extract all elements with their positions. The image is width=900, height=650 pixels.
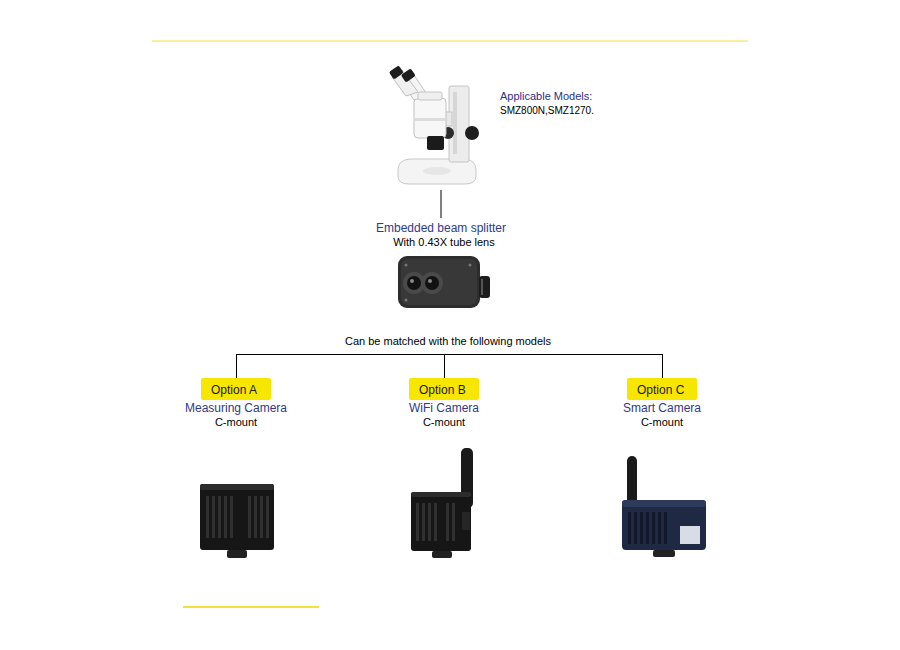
stereo-microscope	[389, 65, 479, 184]
beam-splitter	[398, 256, 490, 308]
mount-type: C-mount	[423, 416, 465, 429]
option-label: Option B	[419, 383, 466, 397]
option-badge: Option C	[627, 378, 697, 399]
option-label: Option C	[637, 383, 684, 397]
models-heading: Applicable Models:	[500, 90, 592, 103]
branch-lines	[236, 354, 663, 380]
mount-type: C-mount	[641, 416, 683, 429]
top-rule	[152, 41, 748, 42]
camera-name: Smart Camera	[623, 401, 701, 415]
bottom-rule	[183, 606, 319, 608]
wifi-camera	[411, 448, 473, 558]
measuring-camera	[200, 484, 274, 558]
branch-note: Can be matched with the following models	[345, 335, 551, 348]
option-label: Option A	[211, 383, 257, 397]
model-list: SMZ800N,SMZ1270.	[500, 105, 594, 117]
option-badge: Option B	[409, 378, 479, 399]
option-badge: Option A	[201, 378, 271, 399]
part-note: With 0.43X tube lens	[393, 236, 495, 249]
camera-name: Measuring Camera	[185, 401, 287, 415]
camera-name: WiFi Camera	[409, 401, 479, 415]
smart-camera	[622, 456, 706, 557]
mount-type: C-mount	[215, 416, 257, 429]
leader-line	[441, 190, 442, 218]
part-name: Embedded beam splitter	[376, 221, 506, 235]
